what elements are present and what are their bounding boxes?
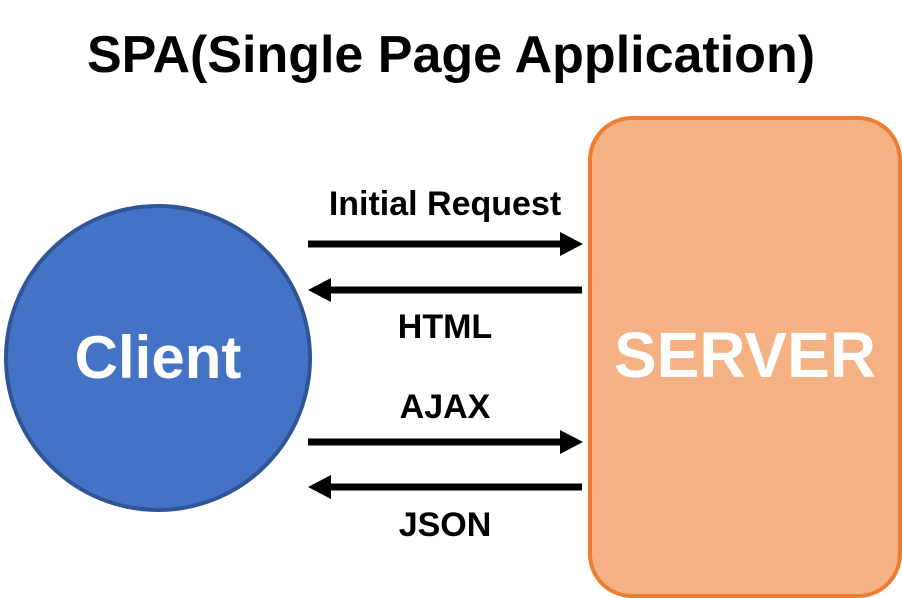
arrow-label-ajax: AJAX: [400, 388, 491, 426]
arrow-head-right: [560, 232, 583, 256]
arrow-ajax: AJAX: [308, 388, 583, 454]
arrow-label-json: JSON: [399, 506, 492, 544]
client-node: [4, 204, 312, 512]
arrow-initial-request: Initial Request: [308, 185, 583, 256]
arrow-head-right: [560, 430, 583, 454]
arrow-head-left: [308, 278, 331, 302]
arrow-json: JSON: [308, 475, 582, 544]
diagram-title: SPA(Single Page Application): [87, 26, 815, 84]
arrow-label-html: HTML: [398, 308, 492, 346]
arrow-label-initial-request: Initial Request: [329, 185, 561, 223]
arrow-head-left: [308, 475, 331, 499]
arrow-html: HTML: [308, 278, 582, 346]
client-label: Client: [75, 324, 242, 391]
server-node: [588, 116, 902, 598]
server-label: SERVER: [614, 319, 876, 391]
